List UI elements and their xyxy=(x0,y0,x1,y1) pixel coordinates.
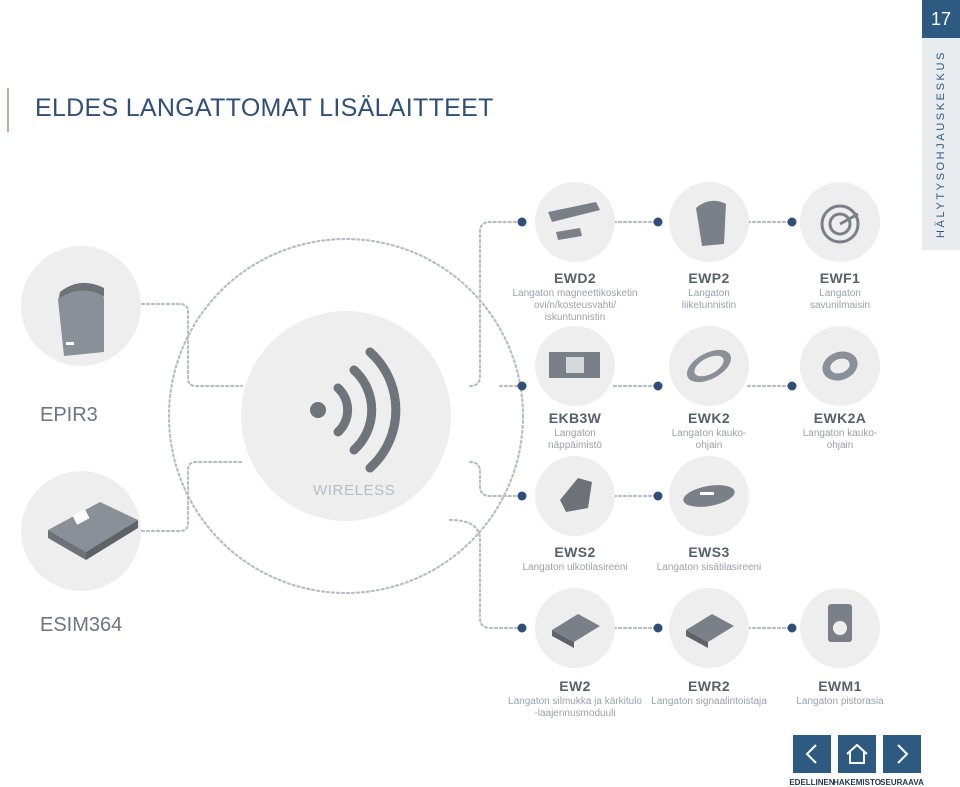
prev-button[interactable] xyxy=(793,735,831,773)
connector-epir3 xyxy=(140,302,244,388)
connector-row3 xyxy=(468,460,524,498)
epir3-device-icon xyxy=(58,282,104,356)
home-label[interactable]: HAKEMISTO xyxy=(833,778,881,787)
circle-ewd2 xyxy=(535,182,615,262)
device-ewk2a: EWK2A Langaton kauko-ohjain xyxy=(802,410,878,451)
ewk2a-device-icon xyxy=(822,351,858,381)
chevron-right-icon xyxy=(897,744,909,764)
ewf1-device-icon xyxy=(820,204,860,244)
connector-esim364 xyxy=(140,460,244,533)
esim364-label: ESIM364 xyxy=(40,614,123,636)
title-accent-bar xyxy=(7,88,9,132)
ewm1-device-icon xyxy=(828,604,852,642)
ewp2-device-icon xyxy=(696,200,726,246)
next-button[interactable] xyxy=(883,735,921,773)
device-ew2: EW2 Langaton silmukka ja kärkitulo-laaje… xyxy=(508,678,642,719)
device-ewr2: EWR2 Langaton signaalintoistaja xyxy=(651,678,767,707)
ews3-device-icon xyxy=(683,485,735,507)
page-number: 17 xyxy=(922,0,960,38)
esim364-device-icon xyxy=(48,502,138,560)
next-label[interactable]: SEURAAVA xyxy=(880,778,924,787)
epir3-label: EPIR3 xyxy=(40,404,98,426)
connector-dots xyxy=(517,217,797,633)
connector-lines xyxy=(140,220,794,630)
device-ewm1: EWM1 Langaton pistorasia xyxy=(796,678,884,707)
circle-ewf1 xyxy=(800,182,880,262)
device-ews3: EWS3 Langaton sisätilasireeni xyxy=(656,544,762,573)
device-ews2: EWS2 Langaton ulkotilasireeni xyxy=(522,544,628,573)
page-title: ELDES LANGATTOMAT LISÄLAITTEET xyxy=(35,94,494,122)
chevron-left-icon xyxy=(805,744,817,764)
ekb3w-device-icon xyxy=(549,352,600,378)
ewr2-device-icon xyxy=(686,614,734,648)
hub-dotted-ring xyxy=(167,237,525,595)
home-icon xyxy=(846,743,868,764)
ew2-device-icon xyxy=(552,614,600,648)
device-ewk2: EWK2 Langaton kauko-ohjain xyxy=(671,410,747,451)
connector-row1 xyxy=(468,220,524,388)
hub-label: WIRELESS xyxy=(313,482,396,499)
side-band xyxy=(922,38,960,250)
prev-label[interactable]: EDELLINEN xyxy=(789,778,835,787)
ewk2-device-icon xyxy=(686,349,732,383)
wireless-signal-icon xyxy=(310,347,401,473)
home-button[interactable] xyxy=(838,735,876,773)
side-section-label: HÄLYTYSOHJAUSKESKUS xyxy=(935,50,947,238)
connector-row4 xyxy=(448,518,524,630)
ews2-device-icon xyxy=(560,478,592,512)
ewd2-device-icon xyxy=(548,202,600,240)
